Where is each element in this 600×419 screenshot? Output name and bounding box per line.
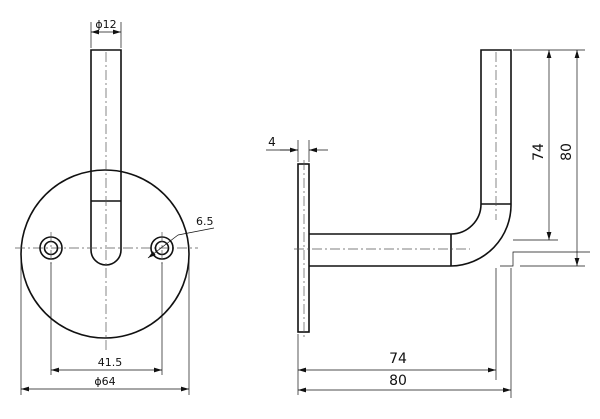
dim-tube-diameter: ϕ12 [90,18,122,48]
dim-hole-diameter-label: 6.5 [196,215,214,228]
dim-plate-thickness-label: 4 [268,135,276,149]
front-view: ϕ12 6.5 41.5 ϕ64 [15,18,215,395]
dim-plate-diameter: ϕ64 [20,260,190,395]
dim-horizontal-outer-label: 80 [389,373,407,389]
dim-vertical-inner: 74 [513,49,558,241]
dim-plate-diameter-label: ϕ64 [94,375,115,388]
dim-hole-spacing: 41.5 [50,262,163,375]
dim-horizontal-inner-label: 74 [389,351,407,367]
dim-vertical-inner-label: 74 [531,143,547,161]
right-mounting-hole [150,232,174,264]
dim-horizontal-outer: 80 [298,268,512,398]
reference-break-line [500,251,590,267]
dim-horizontal-inner: 74 [297,268,497,395]
tube-outline [90,49,122,266]
dim-tube-diameter-label: ϕ12 [95,18,116,31]
dim-vertical-outer-label: 80 [559,143,575,161]
dim-hole-spacing-label: 41.5 [98,356,123,369]
dim-vertical-outer: 80 [520,49,585,267]
side-view: 4 74 80 74 80 [266,49,590,398]
plate-side-outline [297,163,310,333]
mounting-plate-outline [20,169,190,339]
bent-tube-outline [309,49,512,267]
dim-hole-diameter: 6.5 [147,215,215,259]
left-mounting-hole [39,232,63,264]
dim-plate-thickness: 4 [266,135,328,162]
